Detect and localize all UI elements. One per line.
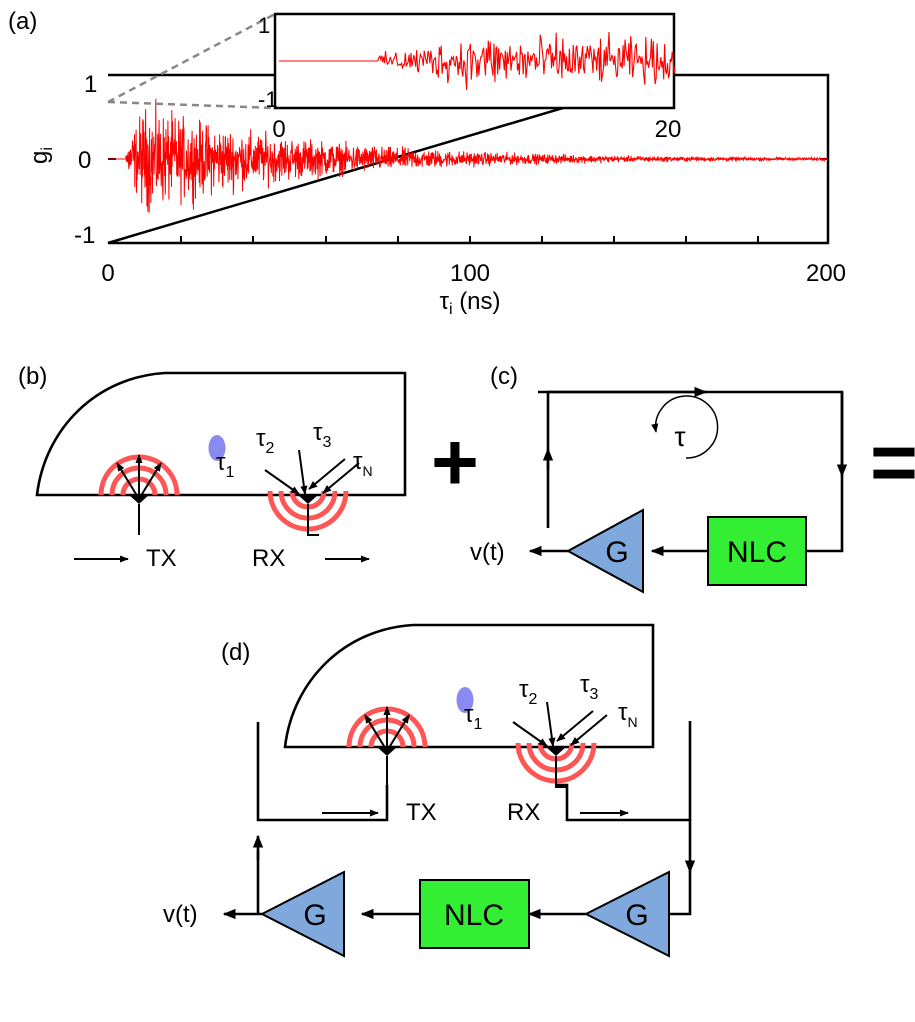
x-axis-label: τi (ns) — [439, 288, 500, 318]
tx-label-d: TX — [406, 799, 437, 826]
x-tick-0: 0 — [101, 260, 114, 287]
amplifier-g-left-label: G — [303, 899, 326, 932]
tau2-label-d: τ2 — [519, 676, 537, 708]
y-tick-1: 1 — [84, 71, 97, 98]
loop-c: τ G NLC v(t) — [470, 386, 848, 594]
tau2-label: τ2 — [256, 425, 274, 457]
x-axis-ticks — [108, 158, 828, 243]
tx-label: TX — [146, 545, 177, 572]
main-plot: 1 0 -1 gi 0 100 200 τi (ns) — [26, 71, 846, 318]
amplifier-g — [565, 508, 644, 594]
inset-y-tick-top: 1 — [258, 13, 270, 38]
tau1-label: τ1 — [216, 449, 234, 481]
tauN-label: τN — [353, 448, 373, 479]
y-axis-label: gi — [26, 147, 56, 164]
inset-y-tick-bottom: -1 — [258, 87, 278, 112]
panel-b-label: (b) — [18, 363, 47, 390]
loop-d: G NLC G v(t) — [163, 820, 696, 958]
room-d: TX RX τ1 τ2 τ3 τN — [256, 625, 692, 826]
amplifier-g-label: G — [605, 536, 628, 569]
tau3-label-d: τ3 — [580, 671, 598, 703]
nlc-label-d: NLC — [444, 899, 504, 932]
output-label-d: v(t) — [163, 901, 198, 928]
panel-c-label: (c) — [490, 363, 518, 390]
impulse-response-trace — [108, 98, 829, 213]
tau3-label: τ3 — [313, 419, 331, 451]
panel-d-label: (d) — [221, 639, 250, 666]
y-tick-0: 0 — [78, 147, 91, 174]
nlc-block — [707, 516, 807, 586]
y-tick-minus1: -1 — [74, 222, 95, 249]
inset-x-tick-0: 0 — [272, 116, 285, 143]
tau-delay-label: τ — [674, 421, 685, 452]
rx-label: RX — [252, 545, 285, 572]
x-tick-200: 200 — [806, 260, 846, 287]
zoom-guides — [107, 12, 276, 110]
inset-trace — [279, 31, 676, 90]
panel-a-label: (a) — [8, 8, 37, 35]
amplifier-g-left — [259, 870, 345, 958]
tauN-label-d: τN — [618, 699, 638, 730]
nlc-label: NLC — [727, 536, 787, 569]
inset-x-tick-20: 20 — [655, 116, 682, 143]
rx-label-d: RX — [507, 799, 540, 826]
plus-sign: + — [431, 417, 479, 508]
equals-sign: = — [870, 417, 915, 508]
room-b: TX RX τ1 τ2 τ3 τN — [37, 373, 405, 572]
output-label: v(t) — [470, 539, 505, 566]
amplifier-g-right-label: G — [625, 899, 648, 932]
x-tick-100: 100 — [450, 260, 490, 287]
inset-plot: 1 -1 0 20 — [258, 12, 682, 143]
loop-rotation-arrow — [651, 395, 719, 459]
amplifier-g-right — [583, 870, 670, 958]
nlc-block-d — [419, 879, 530, 949]
tau1-label-d: τ1 — [464, 701, 482, 733]
